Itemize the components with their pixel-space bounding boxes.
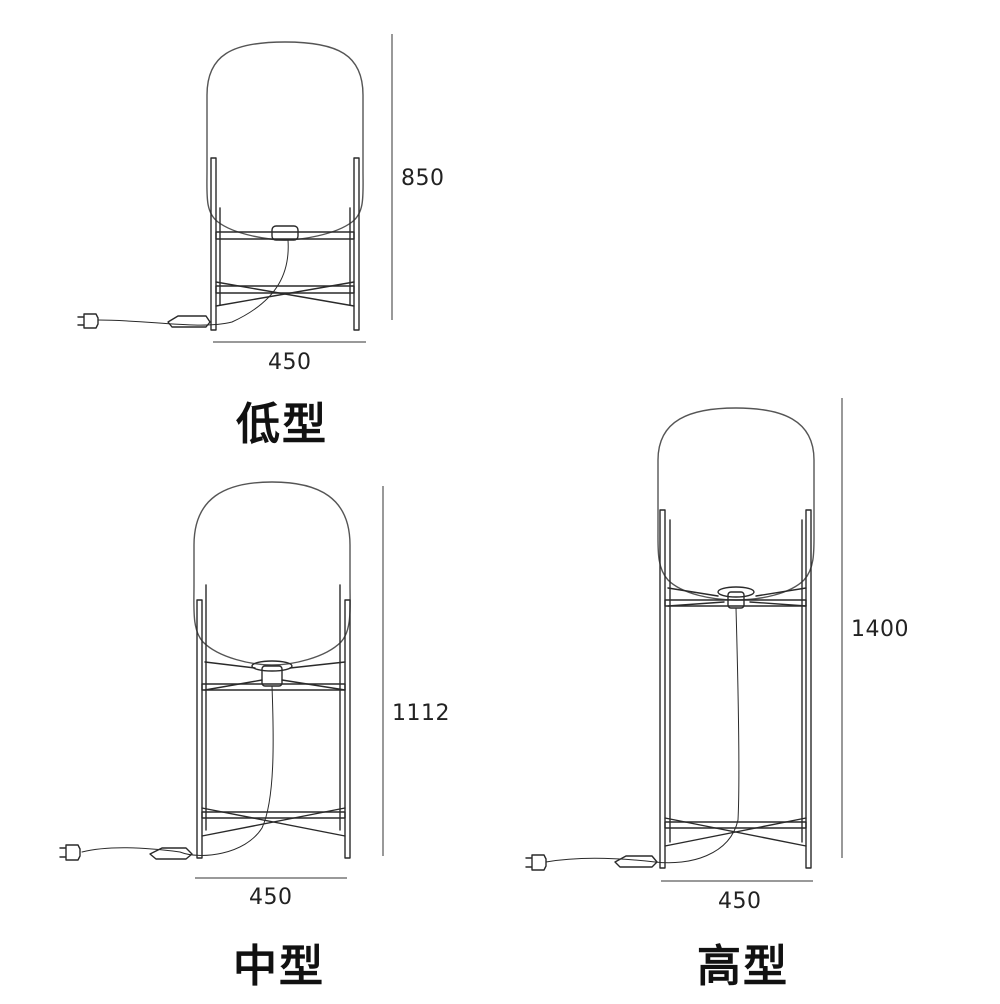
mid-lamp-cord: [81, 685, 274, 856]
tall-lamp-brace-2: [664, 817, 807, 847]
low-lamp-cord: [97, 239, 289, 326]
tall-lamp-width-label: 450: [718, 889, 762, 914]
tall-lamp-hub-top: [717, 586, 755, 598]
mid-lamp-bottom-bar: [201, 811, 346, 819]
tall-lamp-drawing: [525, 407, 815, 871]
tall-lamp-spider: [667, 587, 807, 607]
mid-lamp-drawing: [59, 481, 351, 861]
low-lamp-hub: [271, 225, 299, 241]
mid-lamp-shade: [193, 481, 351, 666]
tall-lamp-shade: [657, 407, 815, 601]
mid-lamp-plug: [59, 844, 81, 861]
low-lamp-leg-left: [210, 157, 217, 331]
tall-lamp-leg-left: [659, 509, 666, 869]
mid-lamp-upper-bar: [201, 683, 346, 691]
mid-lamp-leg-left: [196, 599, 203, 859]
mid-lamp-width-label: 450: [249, 885, 293, 910]
tall-lamp-title: 高型: [697, 941, 789, 992]
low-lamp-switch: [167, 315, 211, 328]
low-lamp-leg-right: [353, 157, 360, 331]
tall-lamp-height-label: 1400: [851, 617, 909, 642]
tall-lamp-upper-bar: [664, 599, 807, 607]
mid-lamp-leg-right: [344, 599, 351, 859]
mid-lamp-title: 中型: [233, 941, 325, 992]
mid-lamp-hub-top: [251, 660, 293, 672]
mid-lamp-height-label: 1112: [392, 701, 450, 726]
low-lamp-plug: [77, 313, 99, 329]
low-lamp-brace-2: [215, 281, 355, 307]
low-lamp-top-bar: [215, 231, 355, 240]
low-lamp-title: 低型: [236, 399, 328, 450]
tall-lamp-cord: [545, 607, 740, 864]
mid-lamp-switch: [149, 847, 193, 860]
tall-lamp-plug: [525, 854, 547, 871]
low-lamp-width-label: 450: [268, 350, 312, 375]
low-lamp-bottom-bar: [215, 285, 355, 294]
mid-lamp-spider: [204, 661, 346, 691]
low-lamp-height-label: 850: [401, 166, 445, 191]
tall-lamp-leg-right: [805, 509, 812, 869]
tall-lamp-switch: [614, 855, 658, 868]
mid-lamp-brace-2: [201, 807, 346, 837]
low-lamp-shade: [206, 41, 364, 241]
mid-lamp-hub: [261, 665, 283, 687]
low-lamp-drawing: [77, 41, 364, 331]
